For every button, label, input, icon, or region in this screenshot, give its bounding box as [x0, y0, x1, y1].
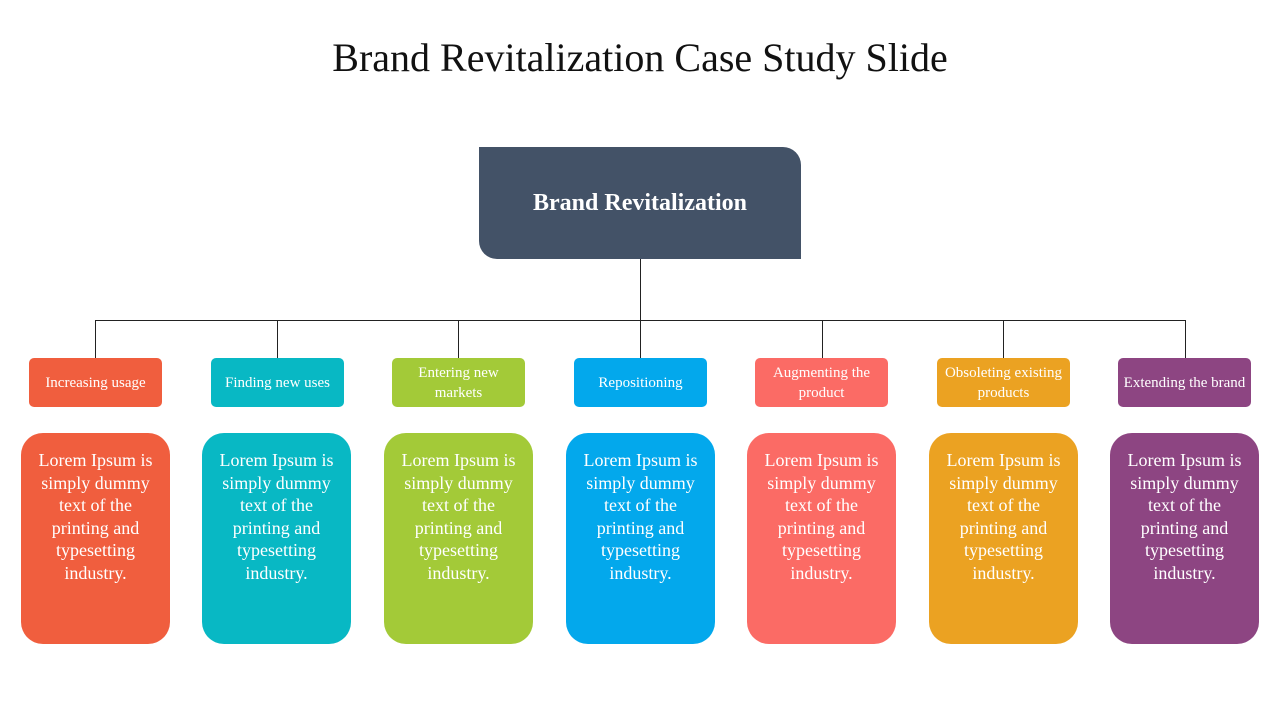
category-repositioning: Repositioning	[574, 358, 707, 407]
category-finding-new-uses: Finding new uses	[211, 358, 344, 407]
description-card-augmenting-the-product: Lorem Ipsum is simply dummy text of the …	[747, 433, 896, 644]
root-node: Brand Revitalization	[479, 147, 801, 259]
root-node-label: Brand Revitalization	[533, 189, 747, 216]
category-augmenting-the-product: Augmenting the product	[755, 358, 888, 407]
slide-title: Brand Revitalization Case Study Slide	[332, 35, 948, 80]
description-card-repositioning: Lorem Ipsum is simply dummy text of the …	[566, 433, 715, 644]
description-card-increasing-usage: Lorem Ipsum is simply dummy text of the …	[21, 433, 170, 644]
category-extending-the-brand: Extending the brand	[1118, 358, 1251, 407]
description-card-extending-the-brand: Lorem Ipsum is simply dummy text of the …	[1110, 433, 1259, 644]
category-entering-new-markets: Entering new markets	[392, 358, 525, 407]
description-card-entering-new-markets: Lorem Ipsum is simply dummy text of the …	[384, 433, 533, 644]
category-increasing-usage: Increasing usage	[29, 358, 162, 407]
description-card-obsoleting-existing-products: Lorem Ipsum is simply dummy text of the …	[929, 433, 1078, 644]
description-card-finding-new-uses: Lorem Ipsum is simply dummy text of the …	[202, 433, 351, 644]
category-obsoleting-existing-products: Obsoleting existing products	[937, 358, 1070, 407]
